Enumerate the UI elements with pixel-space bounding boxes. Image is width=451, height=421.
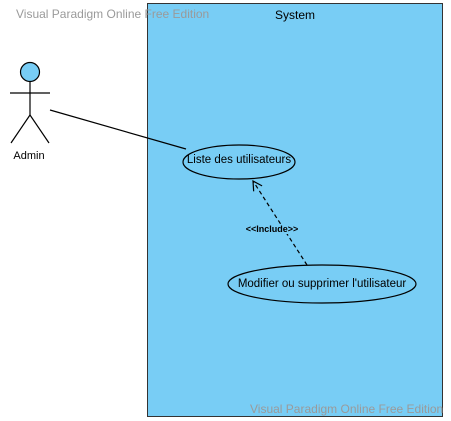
use-case-label-modifier: Modifier ou supprimer l'utilisateur: [237, 278, 407, 290]
use-case-liste-des-utilisateurs[interactable]: [182, 144, 296, 180]
actor-head: [19, 61, 41, 83]
use-case-modifier-ou-supprimer[interactable]: [227, 264, 417, 304]
watermark-bottom: Visual Paradigm Online Free Edition: [250, 402, 444, 416]
actor-right-leg: [29, 114, 50, 144]
use-case-label-liste: Liste des utilisateurs: [186, 154, 292, 166]
actor-admin[interactable]: [10, 61, 50, 144]
include-dependency-line[interactable]: [252, 179, 308, 266]
actor-label: Admin: [13, 150, 45, 162]
actor-left-leg: [10, 114, 31, 144]
include-label: <<Include>>: [236, 224, 308, 235]
system-boundary[interactable]: [147, 3, 443, 417]
association-line[interactable]: [49, 109, 187, 150]
watermark-top: Visual Paradigm Online Free Edition: [16, 7, 210, 21]
system-title: System: [274, 8, 315, 22]
